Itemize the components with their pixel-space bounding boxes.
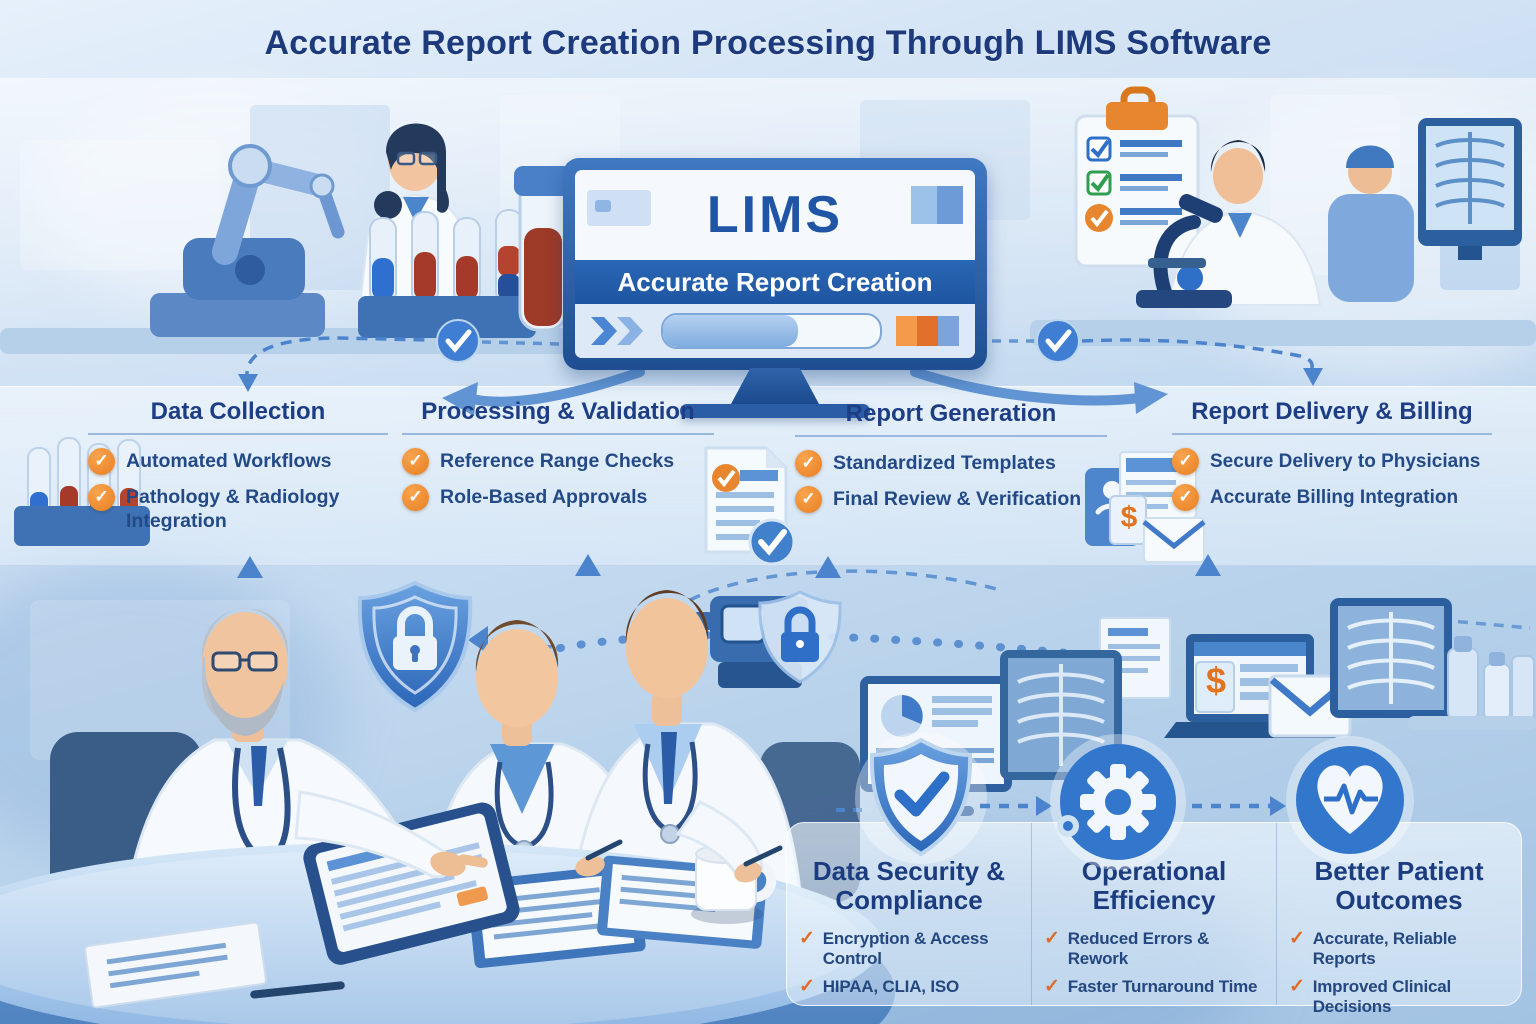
check-circle-icon: ✓ [1172,484,1199,511]
checklist-clipboard [1074,86,1200,268]
workflow-item: ✓ Standardized Templates [795,450,1107,477]
check-icon: ✓ [1044,976,1060,998]
flow-arrows-top [238,319,1323,416]
workflow-item-label: Automated Workflows [126,450,332,472]
monitor-stand [731,368,819,404]
benefit-item-label: HIPAA, CLIA, ISO [822,977,960,997]
benefit-patient-outcomes: Better Patient Outcomes ✓ Accurate, Reli… [1276,823,1521,1016]
workflow-item: ✓ Role-Based Approvals [402,484,714,511]
benefit-operational-efficiency: Operational Efficiency ✓ Reduced Errors … [1031,823,1276,1005]
benefit-title: Operational Efficiency [1081,856,1227,915]
column-title: Data Collection [88,398,388,435]
monitor-screen: LIMS Accurate Report Creation [575,170,975,358]
check-circle-icon: ✓ [88,484,115,511]
workflow-item: ✓ Final Review & Verification [795,486,1107,513]
workflow-item-label: Pathology & Radiology Integration [126,486,340,532]
workflow-column-data-collection: Data Collection ✓ Automated Workflows ✓ … [88,398,388,545]
monitor-base [680,404,870,418]
benefit-item-label: Improved Clinical Decisions [1312,977,1452,1016]
benefit-title: Better Patient Outcomes [1314,856,1484,915]
benefit-item-label: Faster Turnaround Time [1067,977,1258,997]
xray-monitor-mid [1000,650,1122,780]
progress-row [575,304,975,358]
check-circle-icon: ✓ [402,484,429,511]
report-document-icon [704,446,796,566]
check-circle-icon: ✓ [88,448,115,475]
dollar-icon: $ [1120,501,1138,534]
check-icon: ✓ [1044,928,1060,949]
progress-fill [663,315,798,347]
xray-monitor-top [1418,118,1522,260]
chevrons-icon [591,317,643,345]
lab-scene-left [0,123,620,354]
table-papers [84,855,768,1009]
workflow-item-label: Final Review & Verification [833,488,1082,510]
workflow-item-label: Accurate Billing Integration [1210,487,1459,508]
workflow-column-processing-validation: Processing & Validation ✓ Reference Rang… [402,398,714,522]
pointing-hand [294,790,488,879]
security-shield-lock [357,580,473,713]
scientist-microscope [1136,140,1322,308]
check-icon: ✓ [1289,976,1305,998]
xray-monitor-right [1330,598,1452,718]
benefit-item: ✓ Improved Clinical Decisions [1289,977,1509,1016]
large-test-tube [514,166,572,332]
benefit-item-label: Reduced Errors & Rework [1067,929,1210,968]
benefits-panel: Data Security & Compliance ✓ Encryption … [786,822,1522,1016]
check-circle-icon: ✓ [1172,448,1199,475]
workflow-item-label: Reference Range Checks [440,450,675,472]
check-circle-icon: ✓ [402,448,429,475]
doctors-meeting-scene [0,590,895,1024]
lims-logo: LIMS [706,186,844,244]
page-title: Accurate Report Creation Processing Thro… [264,24,1272,62]
workflow-item-label: Secure Delivery to Physicians [1210,451,1481,472]
lims-monitor: LIMS Accurate Report Creation [563,158,987,418]
benefit-item: ✓ Faster Turnaround Time [1044,977,1264,997]
benefit-item: ✓ HIPAA, CLIA, ISO [799,977,1019,997]
dollar-icon: $ [1205,660,1227,701]
workflow-item: ✓ Automated Workflows [88,448,346,475]
screen-decor-thumbnail [587,190,651,226]
check-icon: ✓ [799,976,815,998]
workflow-column-report-delivery-billing: Report Delivery & Billing ✓ Secure Deliv… [1172,398,1492,522]
check-circle-icon: ✓ [795,486,822,513]
writing-hand-middle [575,839,623,877]
mid-connectors [237,554,1531,660]
analytics-monitor [860,676,1012,816]
screen-banner: Accurate Report Creation [575,260,975,304]
benefit-data-security: Data Security & Compliance ✓ Encryption … [787,823,1031,1005]
column-title: Report Generation [795,400,1107,437]
benefit-item-label: Encryption & Access Control [822,929,989,968]
column-title: Report Delivery & Billing [1172,398,1492,435]
workflow-item: ✓ Secure Delivery to Physicians [1172,448,1492,475]
workflow-item-label: Role-Based Approvals [440,486,648,508]
check-icon: ✓ [799,928,815,949]
progress-bar [661,313,882,349]
screen-decor-squares [911,186,963,224]
workflow-column-report-generation: Report Generation ✓ Standardized Templat… [795,400,1107,524]
workflow-item: ✓ Pathology & Radiology Integration [88,484,346,534]
status-squares-icon [896,316,959,346]
lab-scene-right [1030,86,1536,346]
check-icon: ✓ [1289,928,1305,949]
lab-bottles [1408,636,1536,730]
benefit-item: ✓ Accurate, Reliable Reports [1289,929,1509,968]
benefit-item: ✓ Reduced Errors & Rework [1044,929,1264,968]
benefit-title: Data Security & Compliance [812,856,1006,915]
test-tube-rack [358,166,572,338]
workflow-item: ✓ Reference Range Checks [402,448,714,475]
workflow-item-label: Standardized Templates [833,452,1056,474]
check-circle-icon: ✓ [795,450,822,477]
technician-scrubs [1328,145,1414,302]
benefit-item: ✓ Encryption & Access Control [799,929,1019,968]
writing-hand-right [675,800,783,883]
monitor-frame: LIMS Accurate Report Creation [563,158,987,370]
padlock-shield-light [758,590,842,684]
benefit-item-label: Accurate, Reliable Reports [1312,929,1457,968]
column-title: Processing & Validation [402,398,714,435]
workflow-item: ✓ Accurate Billing Integration [1172,484,1492,511]
